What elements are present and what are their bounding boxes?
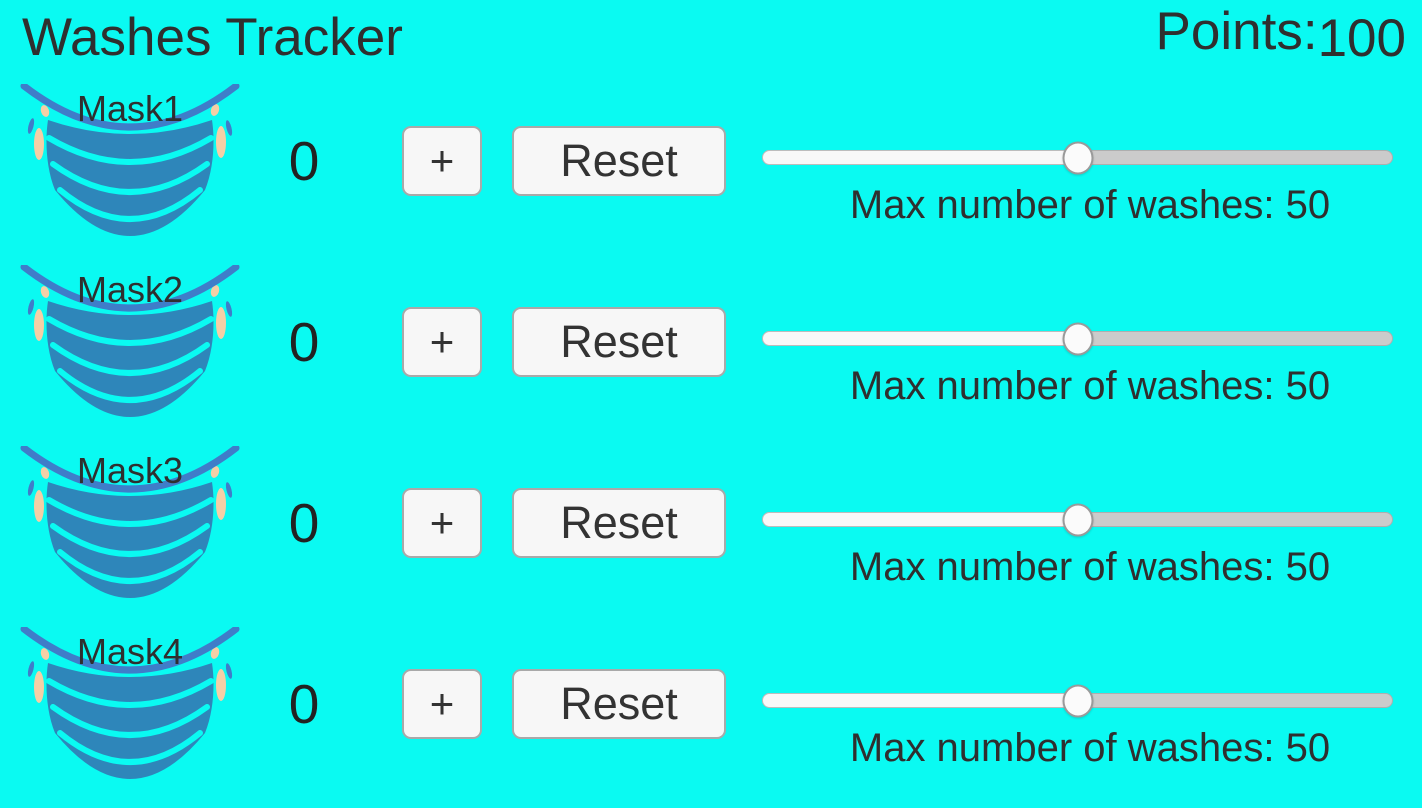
increment-button[interactable]: +	[402, 488, 482, 558]
slider-thumb[interactable]	[1062, 141, 1093, 174]
mask-row: Mask3 0 + Reset Max number of washes: 50	[0, 446, 1422, 627]
mask-row: Mask4 0 + Reset Max number of washes: 50	[0, 627, 1422, 808]
mask-row: Mask1 0 + Reset Max number of washes: 50	[0, 84, 1422, 265]
max-washes-text: Max number of washes: 50	[849, 364, 1331, 408]
page-title: Washes Tracker	[22, 8, 403, 67]
mask-name-label: Mask2	[76, 269, 184, 310]
wash-count: 0	[288, 311, 320, 373]
max-washes-text: Max number of washes: 50	[849, 545, 1331, 589]
points-label: Points:	[1155, 2, 1318, 61]
wash-count: 0	[288, 130, 320, 192]
max-washes-text: Max number of washes: 50	[849, 726, 1331, 770]
wash-count: 0	[288, 492, 320, 554]
mask-row: Mask2 0 + Reset Max number of washes: 50	[0, 265, 1422, 446]
slider-thumb[interactable]	[1062, 322, 1093, 355]
increment-button[interactable]: +	[402, 126, 482, 196]
face-mask-icon	[20, 446, 240, 598]
mask-image	[18, 627, 242, 785]
slider-progress	[762, 331, 1077, 346]
slider-thumb[interactable]	[1062, 684, 1093, 717]
wash-count: 0	[288, 673, 320, 735]
face-mask-icon	[20, 84, 240, 236]
reset-button[interactable]: Reset	[512, 669, 726, 739]
mask-image	[18, 265, 242, 423]
points-value: 100	[1317, 9, 1406, 68]
mask-name-label: Mask4	[76, 631, 184, 672]
slider-thumb[interactable]	[1062, 503, 1093, 536]
max-washes-slider[interactable]	[762, 503, 1393, 536]
mask-name-label: Mask1	[76, 88, 184, 129]
mask-image	[18, 446, 242, 604]
max-washes-slider[interactable]	[762, 322, 1393, 355]
reset-button[interactable]: Reset	[512, 488, 726, 558]
face-mask-icon	[20, 265, 240, 417]
increment-button[interactable]: +	[402, 307, 482, 377]
max-washes-text: Max number of washes: 50	[849, 183, 1331, 227]
points-display: Points:100	[1155, 2, 1406, 68]
face-mask-icon	[20, 627, 240, 779]
reset-button[interactable]: Reset	[512, 307, 726, 377]
mask-image	[18, 84, 242, 242]
slider-progress	[762, 693, 1077, 708]
mask-name-label: Mask3	[76, 450, 184, 491]
reset-button[interactable]: Reset	[512, 126, 726, 196]
slider-progress	[762, 512, 1077, 527]
slider-progress	[762, 150, 1077, 165]
max-washes-slider[interactable]	[762, 141, 1393, 174]
increment-button[interactable]: +	[402, 669, 482, 739]
max-washes-slider[interactable]	[762, 684, 1393, 717]
